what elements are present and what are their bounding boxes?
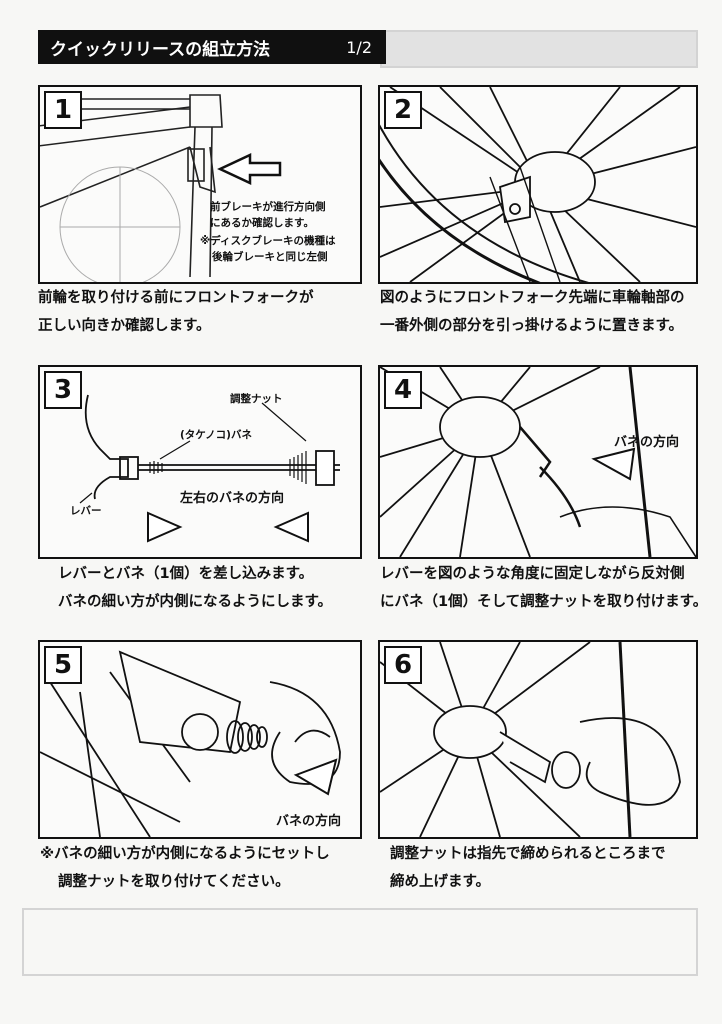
step-3-caption-line-1: レバーとバネ（1個）を差し込みます。 <box>58 566 314 582</box>
step-2-caption-line-1: 図のようにフロントフォーク先端に車輪軸部の <box>380 290 685 306</box>
step-4-caption-line-2: にバネ（1個）そして調整ナットを取り付けます。 <box>380 594 708 610</box>
triangle-icon <box>147 511 183 543</box>
bleed-through-bar <box>380 30 698 68</box>
step-6-caption-line-2: 締め上げます。 <box>390 874 491 890</box>
step-1-caption-line-1: 前輪を取り付ける前にフロントフォークが <box>38 290 314 306</box>
step-1-note-3: ※ディスクブレーキの機種は <box>200 235 336 247</box>
step-4-number: 4 <box>384 371 422 409</box>
page-title-bar: クイックリリースの組立方法 1/2 <box>38 30 386 64</box>
page-title: クイックリリースの組立方法 <box>50 39 271 60</box>
triangle-icon <box>273 511 309 543</box>
triangle-icon <box>293 758 338 796</box>
step-4-panel: 4 バネの方向 <box>378 365 698 559</box>
wheel-hub-illustration <box>380 87 696 282</box>
step-1-caption-line-2: 正しい向きか確認します。 <box>38 318 211 334</box>
bleed-through-warning-box <box>22 908 698 976</box>
step-1-note-2: にあるか確認します。 <box>210 217 314 229</box>
step-5-panel: 5 バネの方向 <box>38 640 362 839</box>
step-6-caption-line-1: 調整ナットは指先で締められるところまで <box>390 846 666 862</box>
install-spring-nut-illustration <box>380 367 696 557</box>
arrow-left-icon <box>217 153 282 185</box>
spring-orientation-illustration <box>40 650 341 837</box>
spring-direction-label: バネの方向 <box>276 814 342 829</box>
step-6-number: 6 <box>384 646 422 684</box>
step-2-caption-line-2: 一番外側の部分を引っ掛けるように置きます。 <box>380 318 684 334</box>
step-5-caption-line-2: 調整ナットを取り付けてください。 <box>58 874 290 890</box>
step-5-caption-line-1: ※バネの細い方が内側になるようにセットし <box>40 846 330 862</box>
step-1-note-4: 後輪ブレーキと同じ左側 <box>212 251 328 263</box>
step-3-number: 3 <box>44 371 82 409</box>
lever-label: レバー <box>70 505 102 517</box>
step-2-panel: 2 <box>378 85 698 284</box>
adjusting-nut-label: 調整ナット <box>230 393 283 405</box>
step-1-panel: 1 前ブレーキが進行方向側 にあるか確認します。 ※ディスクブレーキの機種は 後… <box>38 85 362 284</box>
spring-label: (タケノコ)バネ <box>180 429 252 441</box>
step-2-number: 2 <box>384 91 422 129</box>
step-4-caption-line-1: レバーを図のような角度に固定しながら反対側 <box>380 566 685 582</box>
quick-release-parts-illustration <box>79 394 340 543</box>
step-3-panel: 3 調整ナット (タケノコ)バネ レバー 左右のバネの方向 <box>38 365 362 559</box>
tighten-nut-illustration <box>380 642 681 837</box>
step-1-note-1: 前ブレーキが進行方向側 <box>210 201 326 213</box>
spring-direction-label: バネの方向 <box>614 435 680 450</box>
page-number: 1/2 <box>346 37 372 57</box>
step-3-caption-line-2: バネの細い方が内側になるようにします。 <box>58 594 333 610</box>
step-1-number: 1 <box>44 91 82 129</box>
step-6-panel: 6 <box>378 640 698 839</box>
spring-direction-label: 左右のバネの方向 <box>180 491 285 506</box>
triangle-icon <box>591 447 636 481</box>
step-5-number: 5 <box>44 646 82 684</box>
